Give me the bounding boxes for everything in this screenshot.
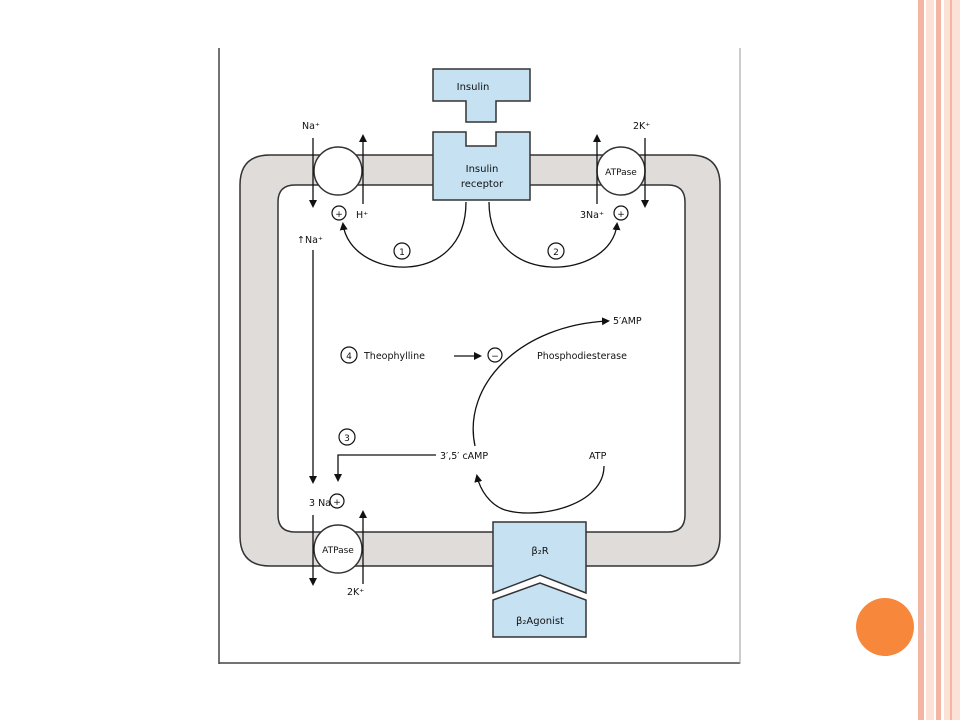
k-top-right-label: 2K⁺ <box>633 121 650 132</box>
na3-bottom-label: 3 Na⁺ <box>309 498 336 509</box>
insulin-receptor <box>432 131 531 201</box>
phosphodiesterase-label: Phosphodiesterase <box>537 351 627 362</box>
plus-circle-3 <box>329 493 345 509</box>
accent-dot <box>856 598 914 656</box>
pathway-diagram: Insulin Insulin receptor Na⁺ H⁺ + ATPase… <box>218 48 741 664</box>
na-h-exchanger <box>313 146 363 196</box>
diagram-frame: Insulin Insulin receptor Na⁺ H⁺ + ATPase… <box>218 48 746 665</box>
minus-sign: − <box>491 352 499 362</box>
right-stripe-edge <box>944 0 960 720</box>
insulin-ligand <box>432 68 531 123</box>
atpase-top-label: ATPase <box>605 168 637 178</box>
step1-arrow <box>339 201 467 268</box>
beta2-receptor <box>492 521 587 595</box>
insulin-label: Insulin <box>457 82 490 93</box>
beta2-agonist-label: β₂Agonist <box>516 616 564 627</box>
plus-sign-3: + <box>333 498 341 508</box>
atp-label: ATP <box>589 451 607 462</box>
insulin-receptor-label-2: receptor <box>461 179 504 190</box>
step3-badge <box>338 428 356 446</box>
atp-to-camp-arrow <box>474 465 605 514</box>
step2-badge <box>547 242 565 260</box>
atpase-bottom <box>313 524 363 574</box>
step3-arrow <box>334 454 436 482</box>
plus-sign-1: + <box>335 210 343 220</box>
step2-arrow <box>488 201 621 268</box>
right-stripe-light <box>926 0 934 720</box>
step4-label: 4 <box>346 352 352 362</box>
up-na-label: ↑Na⁺ <box>297 235 323 246</box>
theophylline-label: Theophylline <box>363 351 425 362</box>
plus-circle-2 <box>613 205 629 221</box>
na-top-left-label: Na⁺ <box>302 121 320 132</box>
step1-badge <box>393 242 411 260</box>
right-stripe-inner <box>936 0 941 720</box>
right-stripe-outer <box>918 0 924 720</box>
camp-to-amp-arrow <box>472 317 610 447</box>
step4-badge <box>340 346 358 364</box>
plus-circle-1 <box>331 205 347 221</box>
plus-sign-2: + <box>617 210 625 220</box>
step1-label: 1 <box>399 248 405 258</box>
insulin-receptor-label-1: Insulin <box>466 164 499 175</box>
k-bottom-label: 2K⁺ <box>347 587 364 598</box>
beta2-agonist <box>492 582 587 638</box>
na3-top-right-label: 3Na⁺ <box>580 210 604 221</box>
cell-membrane <box>239 154 721 567</box>
camp-label: 3′,5′ cAMP <box>440 451 488 462</box>
five-amp-label: 5′AMP <box>613 316 642 327</box>
beta2r-label: β₂R <box>531 546 548 557</box>
h-plus-label: H⁺ <box>356 210 368 221</box>
atpase-bottom-label: ATPase <box>322 546 354 556</box>
right-stripe-line <box>950 0 952 720</box>
step3-label: 3 <box>344 434 350 444</box>
minus-circle <box>487 347 503 363</box>
step2-label: 2 <box>553 248 559 258</box>
